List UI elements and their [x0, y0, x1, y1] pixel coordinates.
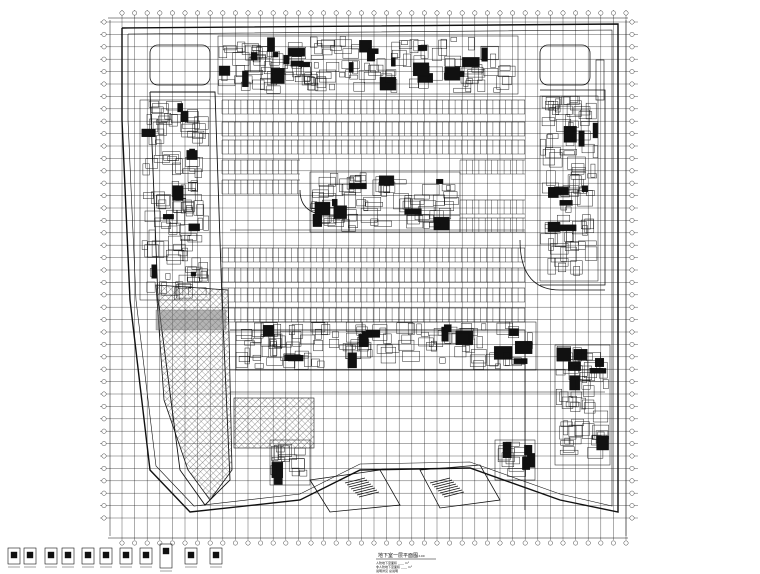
drawing-title: 地下室一层平面图	[378, 552, 418, 559]
column-detail-11-icon	[209, 547, 223, 568]
column-detail-8-icon	[139, 547, 153, 568]
column-detail-4-icon	[61, 547, 75, 568]
core-rooms	[139, 35, 611, 486]
title-block: 地下室一层平面图 1:100 人防地下室面积 ____ m² 非人防地下室面积 …	[376, 552, 436, 573]
dimension-bubbles	[101, 10, 635, 546]
column-detail-1-icon	[7, 547, 21, 568]
column-legend	[7, 543, 223, 572]
note-line-1: 人防地下室面积 ____ m²	[376, 560, 410, 565]
hatched-zone	[155, 284, 315, 501]
drawing-scale: 1:100	[416, 554, 425, 558]
ramp-area	[309, 59, 605, 513]
note-line-3: 说明详见 总说明	[376, 568, 398, 573]
column-detail-10-icon	[184, 547, 198, 568]
column-detail-3-icon	[44, 547, 58, 568]
column-detail-6-icon	[99, 547, 113, 568]
column-detail-9-icon	[159, 543, 173, 572]
axis-grid	[100, 10, 638, 540]
column-detail-5-icon	[81, 547, 95, 568]
column-detail-7-icon	[119, 547, 133, 568]
column-detail-2-icon	[23, 547, 37, 568]
note-line-2: 非人防地下室面积 ____ m²	[376, 564, 413, 569]
parking-stalls	[221, 99, 605, 393]
